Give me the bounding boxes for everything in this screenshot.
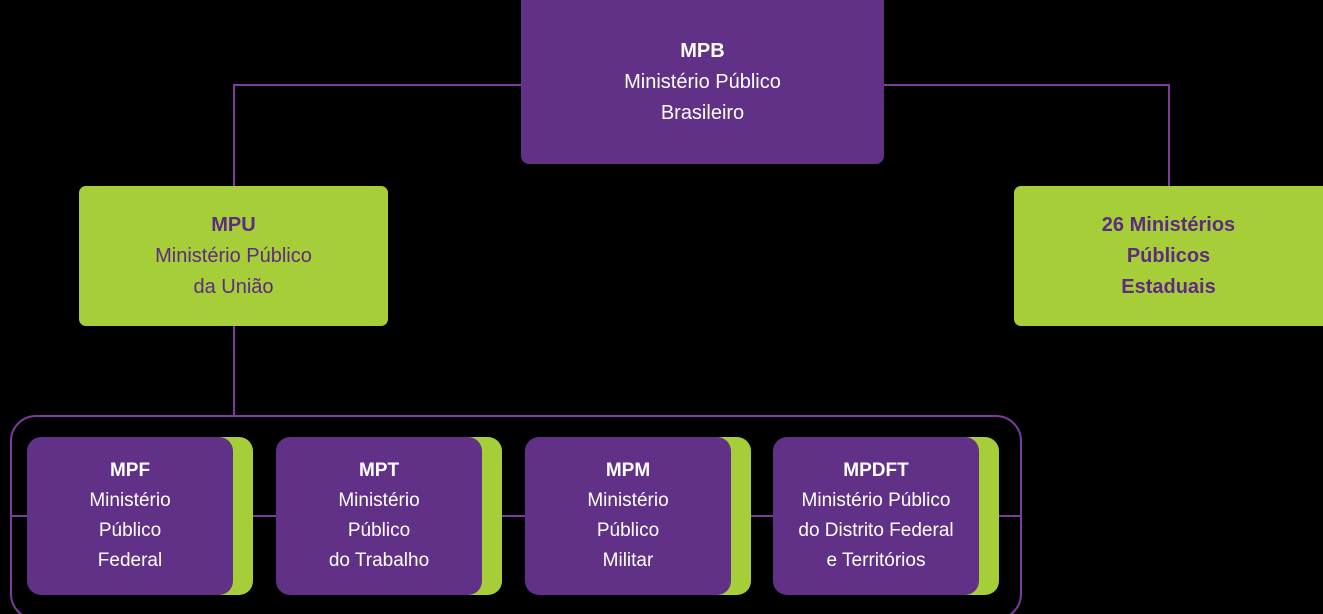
node-mpt-line3: do Trabalho <box>328 550 430 572</box>
node-mpdft-wrapper: MPDFT Ministério Público do Distrito Fed… <box>773 437 999 595</box>
node-mpt-line1: Ministério <box>338 489 420 511</box>
node-mpm-line3: Militar <box>602 550 654 572</box>
node-mpb-acronym: MPB <box>680 39 725 62</box>
node-mpt[interactable]: MPT Ministério Público do Trabalho <box>276 437 482 595</box>
node-mpf-line2: Público <box>98 520 162 541</box>
node-mpf-line3: Federal <box>97 550 163 572</box>
node-estaduais-line3: Estaduais <box>1121 275 1216 298</box>
node-mpf-wrapper: MPF Ministério Público Federal <box>27 437 253 595</box>
mpu-branch-container <box>10 415 1022 614</box>
node-ministerios-publicos-estaduais[interactable]: 26 Ministérios Públicos Estaduais <box>1014 186 1323 326</box>
connector-mpb-left-horizontal <box>233 84 523 86</box>
connector-mpm-mpdft <box>750 515 774 517</box>
node-estaduais-line2: Públicos <box>1126 244 1211 267</box>
node-mpm-wrapper: MPM Ministério Público Militar <box>525 437 751 595</box>
node-mpdft[interactable]: MPDFT Ministério Público do Distrito Fed… <box>773 437 979 595</box>
node-mpu-line2: da União <box>193 275 274 298</box>
node-mpdft-line3: e Territórios <box>826 550 926 572</box>
connector-mpu-vertical-top <box>233 84 235 188</box>
connector-container-left-to-mpf <box>10 515 28 517</box>
connector-mpb-right-horizontal <box>882 84 1170 86</box>
node-mpm[interactable]: MPM Ministério Público Militar <box>525 437 731 595</box>
node-mpu-line1: Ministério Público <box>155 244 312 267</box>
connector-mpt-mpm <box>502 515 526 517</box>
node-mpb-line2: Brasileiro <box>660 101 745 124</box>
node-mpt-wrapper: MPT Ministério Público do Trabalho <box>276 437 502 595</box>
node-mpt-acronym: MPT <box>358 459 400 481</box>
node-mpdft-acronym: MPDFT <box>843 459 909 481</box>
node-mpm-line1: Ministério <box>587 489 669 511</box>
node-mpb[interactable]: MPB Ministério Público Brasileiro <box>521 0 884 164</box>
node-mpf[interactable]: MPF Ministério Público Federal <box>27 437 233 595</box>
node-mpu-acronym: MPU <box>211 213 256 236</box>
connector-mpdft-to-container-right <box>999 515 1022 517</box>
connector-mpf-mpt <box>253 515 277 517</box>
node-mpu[interactable]: MPU Ministério Público da União <box>79 186 388 326</box>
node-mpt-line2: Público <box>347 520 411 541</box>
node-mpm-line2: Público <box>596 520 660 541</box>
connector-estaduais-vertical <box>1168 84 1170 188</box>
node-mpdft-line1: Ministério Público <box>801 489 951 511</box>
node-mpdft-line2: do Distrito Federal <box>798 520 954 541</box>
node-mpf-acronym: MPF <box>109 459 151 481</box>
node-mpb-line1: Ministério Público <box>624 70 781 93</box>
node-mpf-line1: Ministério <box>89 489 171 511</box>
node-estaduais-line1: 26 Ministérios <box>1101 213 1236 236</box>
connector-mpu-to-branch-container <box>233 326 235 417</box>
node-mpm-acronym: MPM <box>605 459 651 481</box>
